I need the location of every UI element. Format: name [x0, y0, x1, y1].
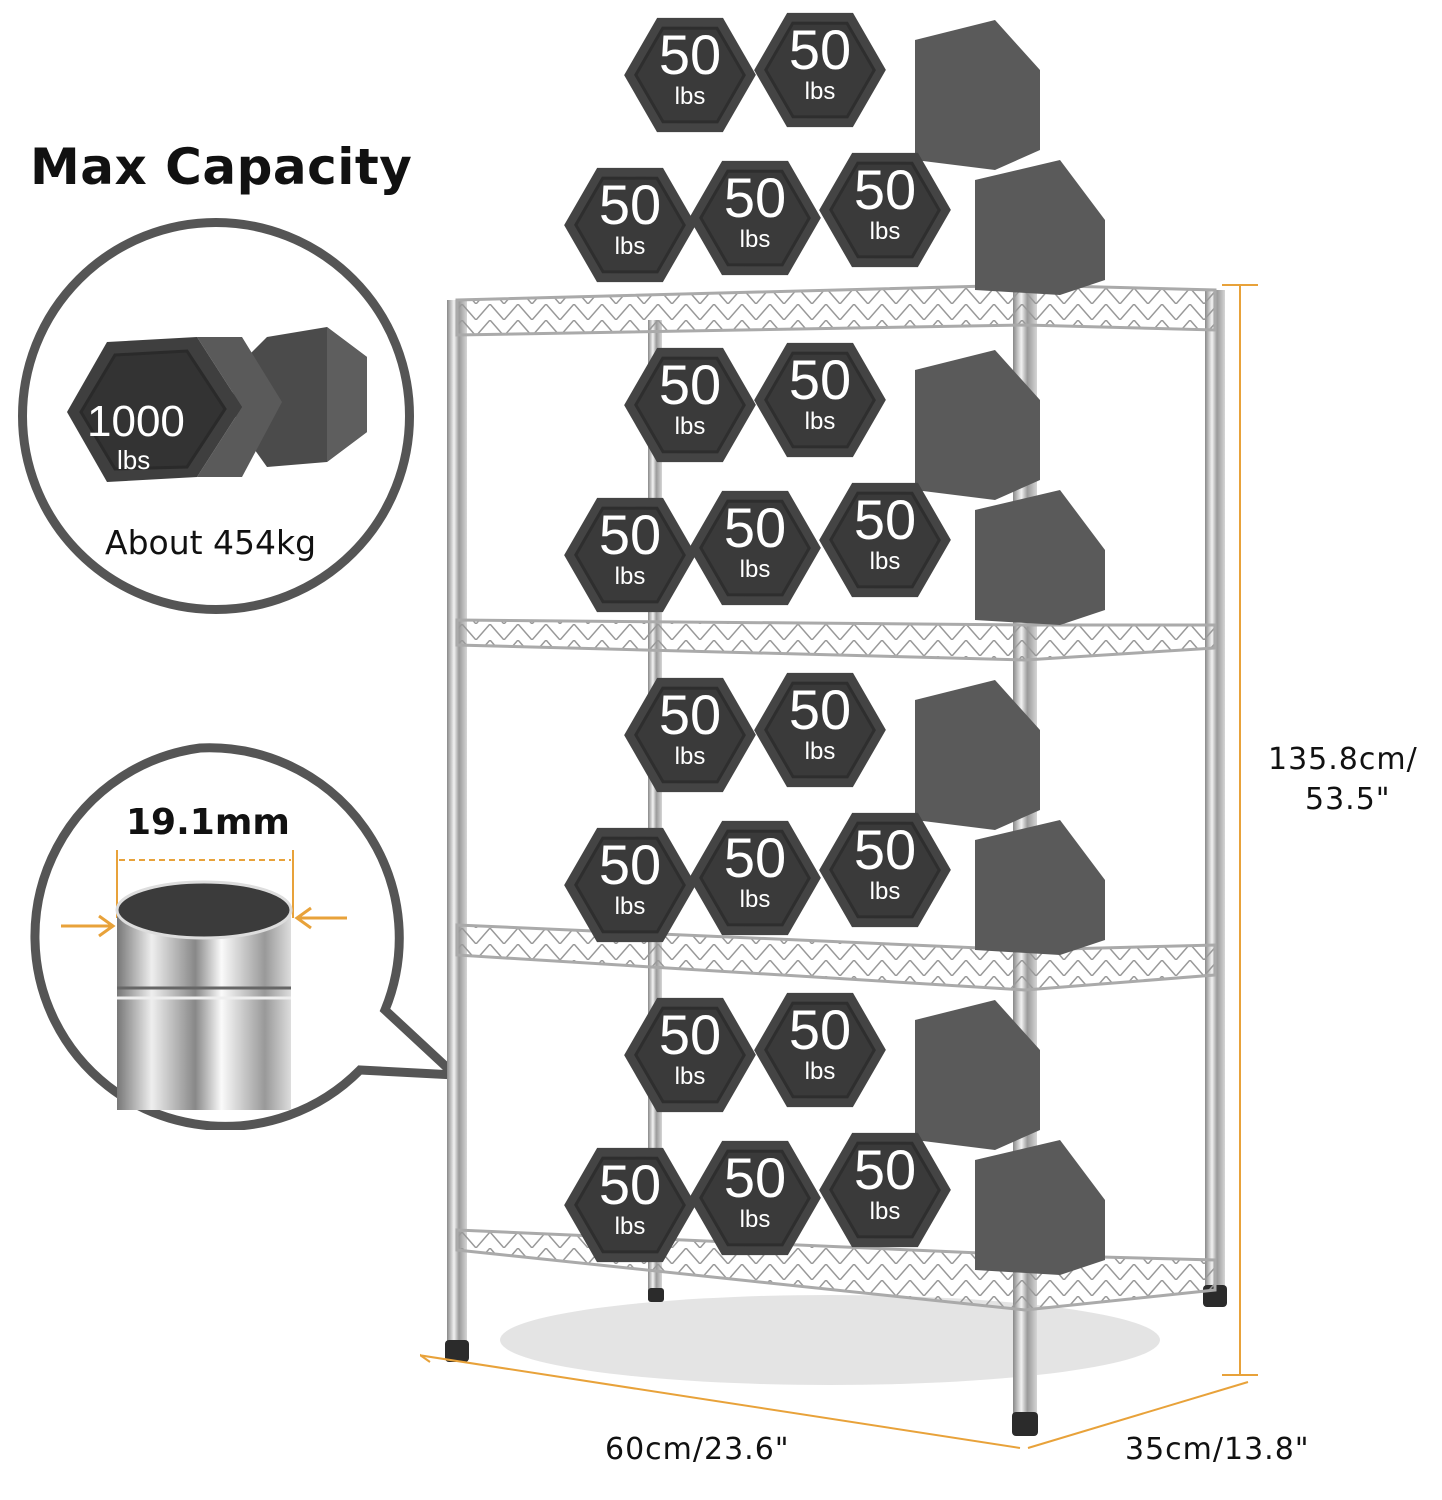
dumbbell-unit-label: lbs	[674, 413, 706, 440]
dumbbell-value: 1000	[87, 397, 185, 446]
dumbbell-weight-label: 50	[723, 826, 787, 889]
page-title: Max Capacity	[30, 138, 413, 196]
dumbbell-weight-label: 50	[788, 998, 852, 1061]
pole-diameter-label: 19.1mm	[126, 802, 290, 843]
wire-shelving-rack	[420, 0, 1258, 1449]
dumbbell-unit-label: lbs	[674, 83, 706, 110]
dumbbell-unit-label: lbs	[869, 548, 901, 575]
dumbbell-stack	[546, 0, 1105, 313]
dumbbell-weight-label: 50	[723, 496, 787, 559]
dumbbell-unit-label: lbs	[804, 1058, 836, 1085]
dumbbell-unit-label: lbs	[869, 1198, 901, 1225]
dumbbell-unit-label: lbs	[739, 226, 771, 253]
dumbbell-weight-label: 50	[658, 23, 722, 86]
height-dimension: 135.8cm/	[1268, 742, 1418, 777]
dumbbell-weight-label: 50	[598, 1153, 662, 1216]
pole-icon	[61, 850, 347, 1110]
dumbbell-unit-label: lbs	[614, 1213, 646, 1240]
dumbbell-unit-label: lbs	[804, 408, 836, 435]
dumbbell-unit-label: lbs	[739, 1206, 771, 1233]
metric-note: About 454kg	[105, 523, 317, 562]
dumbbell-weight-label: 50	[723, 166, 787, 229]
dumbbell-weight-label: 50	[853, 818, 917, 881]
dumbbell-weight-label: 50	[598, 503, 662, 566]
dumbbell-weight-label: 50	[658, 683, 722, 746]
dumbbell-unit: lbs	[117, 445, 151, 475]
dumbbell-weight-label: 50	[658, 1003, 722, 1066]
dumbbell-unit-label: lbs	[739, 556, 771, 583]
dumbbell-unit-label: lbs	[614, 893, 646, 920]
dumbbell-unit-label: lbs	[739, 886, 771, 913]
dumbbell-unit-label: lbs	[674, 743, 706, 770]
height-dimension-inches: 53.5"	[1305, 782, 1391, 817]
dumbbell-unit-label: lbs	[804, 738, 836, 765]
dumbbell-unit-label: lbs	[869, 878, 901, 905]
dumbbell-weight-label: 50	[598, 833, 662, 896]
dumbbell-unit-label: lbs	[869, 218, 901, 245]
dumbbell-weight-label: 50	[853, 1138, 917, 1201]
dumbbell-weight-label: 50	[598, 173, 662, 236]
dumbbell-icon	[67, 327, 367, 482]
dumbbell-weight-label: 50	[788, 348, 852, 411]
dumbbell-unit-label: lbs	[804, 78, 836, 105]
dumbbell-weight-label: 50	[853, 488, 917, 551]
dumbbell-unit-label: lbs	[614, 563, 646, 590]
dumbbell-weight-label: 50	[788, 678, 852, 741]
dumbbell-weight-label: 50	[723, 1146, 787, 1209]
dumbbell-weight-label: 50	[788, 18, 852, 81]
dumbbell-weight-label: 50	[658, 353, 722, 416]
dumbbell-unit-label: lbs	[674, 1063, 706, 1090]
width-dimension: 60cm/23.6"	[605, 1432, 790, 1467]
dumbbell-unit-label: lbs	[614, 233, 646, 260]
dumbbell-weight-label: 50	[853, 158, 917, 221]
capacity-callout: 1000 lbs About 454kg	[18, 218, 414, 614]
depth-dimension: 35cm/13.8"	[1125, 1432, 1310, 1467]
